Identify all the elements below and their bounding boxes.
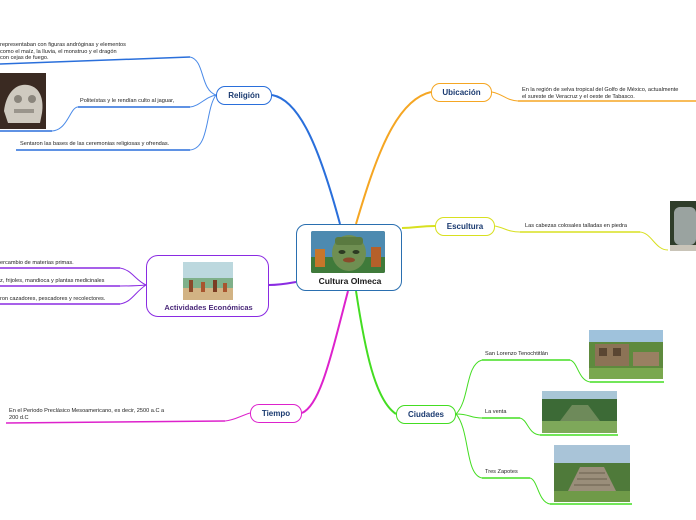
actividades-item-3[interactable]: ron cazadores, pescadores y recolectores… bbox=[0, 296, 106, 302]
ciudad-item-3[interactable]: Tres Zapotes bbox=[485, 469, 518, 475]
san-lorenzo-image bbox=[589, 330, 663, 379]
topic-escultura[interactable]: Escultura bbox=[435, 217, 495, 236]
topic-tiempo-label: Tiempo bbox=[261, 409, 291, 418]
ciudad-item-1[interactable]: San Lorenzo Tenochtitlán bbox=[485, 351, 549, 357]
economy-mural-image bbox=[183, 262, 233, 300]
actividades-item-1[interactable]: ercambio de materias primas. bbox=[0, 260, 74, 266]
topic-religion[interactable]: Religión bbox=[216, 86, 272, 105]
central-title: Cultura Olmeca bbox=[318, 276, 382, 286]
tiempo-text[interactable]: En el Periodo Preclásico Mesoamericano, … bbox=[9, 408, 165, 421]
topic-ubicacion-label: Ubicación bbox=[442, 88, 481, 97]
religion-sculpture-image bbox=[0, 73, 46, 129]
topic-ciudades[interactable]: Ciudades bbox=[396, 405, 456, 424]
la-venta-image bbox=[542, 391, 617, 433]
ubicacion-text[interactable]: En la región de selva tropical del Golfo… bbox=[522, 87, 679, 100]
colossal-head-image bbox=[670, 201, 696, 251]
topic-tiempo[interactable]: Tiempo bbox=[250, 404, 302, 423]
ciudad-item-2[interactable]: La venta bbox=[485, 409, 507, 415]
topic-actividades-label: Actividades Económicas bbox=[164, 303, 253, 312]
religion-item-1[interactable]: representaban con figuras andróginas y e… bbox=[0, 42, 126, 62]
topic-ciudades-label: Ciudades bbox=[407, 410, 444, 419]
topic-religion-label: Religión bbox=[228, 91, 260, 100]
central-topic[interactable]: Cultura Olmeca bbox=[296, 224, 402, 291]
tres-zapotes-image bbox=[554, 445, 630, 502]
religion-item-2[interactable]: Politeístas y le rendían culto al jaguar… bbox=[80, 98, 175, 104]
olmec-head-image bbox=[311, 231, 385, 273]
topic-escultura-label: Escultura bbox=[446, 222, 484, 231]
topic-actividades[interactable]: Actividades Económicas bbox=[146, 255, 269, 317]
topic-ubicacion[interactable]: Ubicación bbox=[431, 83, 492, 102]
escultura-text[interactable]: Las cabezas colosales talladas en piedra bbox=[525, 223, 627, 229]
religion-item-3[interactable]: Sentaron las bases de las ceremonias rel… bbox=[20, 141, 170, 147]
actividades-item-2[interactable]: z, frijoles, mandioca y plantas medicina… bbox=[0, 278, 105, 284]
